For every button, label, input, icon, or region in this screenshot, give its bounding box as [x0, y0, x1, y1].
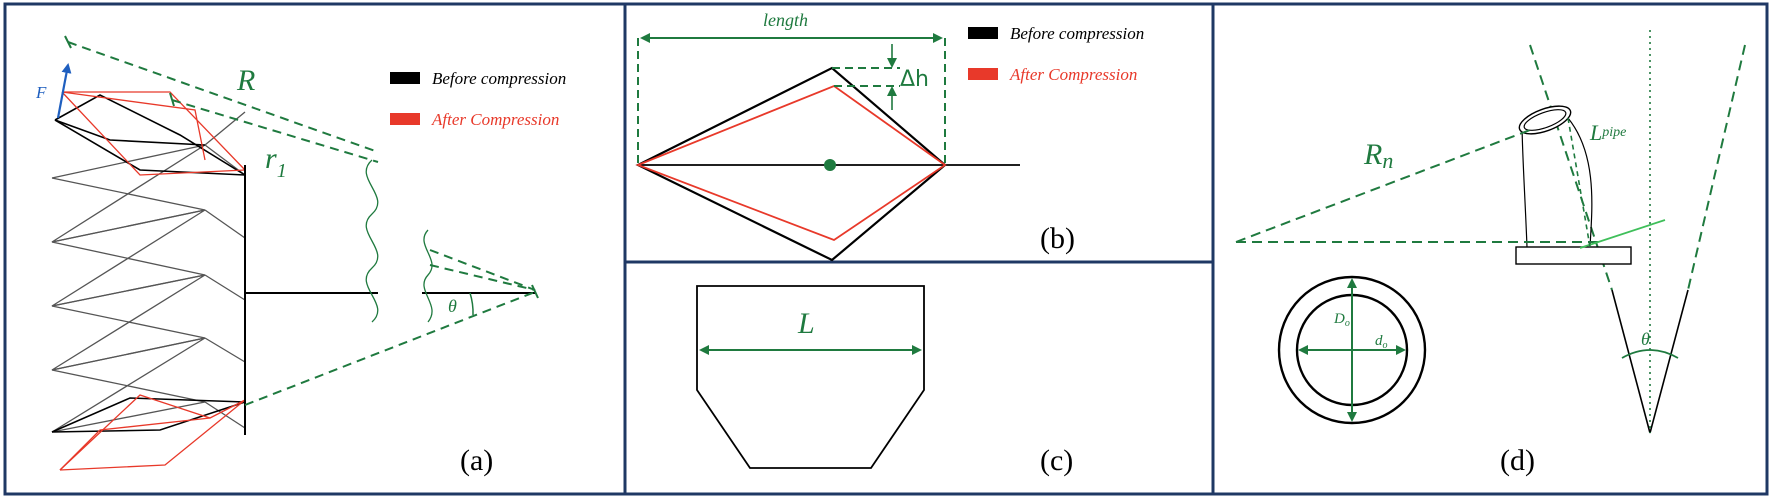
center-point	[824, 159, 836, 171]
pipe-length-label: Lpipe	[1589, 120, 1626, 145]
width-label: L	[797, 307, 815, 340]
radius-r1-label: r1	[265, 142, 287, 182]
pipe-opening-inner	[1523, 109, 1567, 131]
truss-before-top	[54, 94, 246, 176]
radius-r1-dimension	[171, 99, 379, 163]
pipe-outer	[1521, 121, 1528, 248]
pipe-inner	[1567, 117, 1593, 248]
pipe-length-dashed	[1567, 117, 1591, 248]
cone-right-dashed	[1687, 44, 1746, 291]
legend-b-after-swatch	[968, 68, 998, 80]
radius-R-dimension	[67, 41, 379, 153]
outer-diameter-label: Do	[1333, 311, 1350, 329]
panel-c: L (c)	[696, 285, 1073, 477]
apex-line-2	[429, 264, 536, 291]
cross-section-outer	[1277, 275, 1427, 425]
base-plate	[1515, 246, 1632, 265]
truss-zigzag	[51, 111, 246, 433]
nozzle-profile	[696, 285, 925, 469]
panel-tag-a: (a)	[460, 444, 493, 477]
cone-right	[1649, 289, 1689, 434]
panel-d: θ Rn Lpipe Do do (d)	[1235, 30, 1746, 477]
force-arrow	[56, 63, 72, 119]
legend-after-label: After Compression	[431, 110, 559, 129]
angle-label-a: θ	[448, 296, 457, 316]
legend-before-swatch	[390, 72, 420, 84]
apex-line-3	[244, 291, 536, 406]
legend-b-before-swatch	[968, 27, 998, 39]
truss-after-top	[61, 91, 246, 176]
pipe-tangent-line	[1579, 219, 1666, 249]
panel-tag-d: (d)	[1500, 444, 1535, 477]
inner-diameter-label: do	[1375, 333, 1388, 351]
angle-arc-a	[469, 292, 474, 316]
panel-b: length Δh Before compression After Compr…	[635, 10, 1144, 262]
break-wave-1	[365, 159, 379, 323]
diamond-after	[635, 84, 947, 242]
legend-before-label: Before compression	[432, 69, 566, 88]
apex-tick	[531, 284, 539, 299]
force-label: F	[35, 83, 47, 102]
truss-before-bottom	[51, 397, 246, 433]
delta-h-label: Δh	[900, 67, 929, 92]
angle-label-d: θ	[1641, 329, 1650, 349]
break-wave-2	[423, 229, 433, 323]
radius-R-tick	[64, 35, 72, 49]
radius-Rn-label: Rn	[1363, 138, 1393, 173]
length-box	[637, 38, 946, 165]
figure-frame	[3, 2, 1769, 496]
truss-after-bottom	[59, 394, 246, 471]
radius-r1-tick	[169, 92, 175, 107]
radius-R-label: R	[236, 64, 255, 97]
pipe-opening-outer	[1518, 105, 1572, 135]
legend-b-before-label: Before compression	[1010, 24, 1144, 43]
radius-Rn-line-1	[1235, 129, 1531, 243]
panel-tag-b: (b)	[1040, 222, 1075, 255]
panel-a: F R r1 θ Before compression After Compre…	[35, 35, 566, 477]
length-label: length	[763, 10, 808, 30]
angle-arc-d	[1621, 349, 1679, 359]
cone-left	[1611, 289, 1651, 434]
apex-line-1	[429, 249, 536, 291]
panel-tag-c: (c)	[1040, 444, 1073, 477]
legend-after-swatch	[390, 113, 420, 125]
legend-b-after-label: After Compression	[1009, 65, 1137, 84]
diamond-before	[635, 66, 947, 262]
